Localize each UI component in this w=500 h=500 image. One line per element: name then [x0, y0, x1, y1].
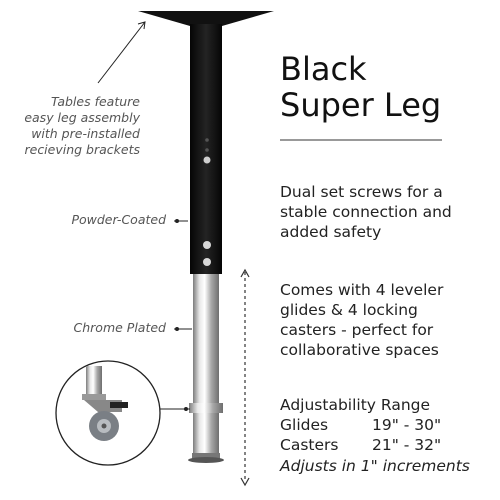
callout-arrow — [97, 21, 146, 84]
casters-row-label: Casters — [280, 436, 339, 454]
set-screw — [203, 241, 211, 249]
page-title-line1: Black — [280, 50, 367, 88]
glide-foot — [192, 453, 220, 459]
chrome-collar — [189, 403, 223, 413]
screw-hole — [205, 148, 209, 152]
glides-row-label: Glides — [280, 416, 329, 434]
chrome-tube — [193, 274, 219, 404]
set-screw — [203, 258, 211, 266]
glides-casters-text: Comes with 4 leveler glides & 4 locking … — [280, 281, 444, 359]
mounting-bracket — [138, 11, 274, 26]
set-screws-text: Dual set screws for a stable connection … — [280, 183, 452, 241]
page-title-line2: Super Leg — [280, 86, 442, 124]
caster-stem — [86, 366, 102, 396]
powder-coated-label: Powder-Coated — [71, 212, 166, 227]
screw-hole — [205, 138, 209, 142]
increments-text: Adjusts in 1" increments — [280, 457, 470, 475]
chrome-plated-label: Chrome Plated — [73, 320, 166, 335]
casters-row-range: 21" - 32" — [372, 436, 442, 454]
set-screw — [203, 156, 211, 164]
glide-base — [188, 457, 224, 463]
bracket-note: Tables feature easy leg assembly with pr… — [24, 94, 140, 157]
glides-row-range: 19" - 30" — [372, 416, 442, 434]
adjustability-heading: Adjustability Range — [280, 396, 431, 414]
chrome-glide-shaft — [193, 413, 219, 453]
